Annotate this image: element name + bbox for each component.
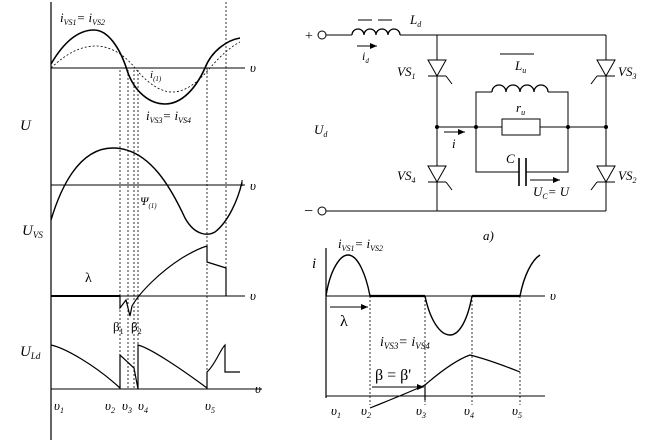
cp-bottom-curve-2 bbox=[424, 354, 521, 386]
label-u-ld: ULd bbox=[20, 344, 41, 361]
caption-a: a) bbox=[483, 228, 494, 243]
label-i-vs1: iVS1= iVS2 bbox=[60, 10, 105, 27]
resistor-ru bbox=[501, 118, 541, 136]
inductor-ld bbox=[351, 28, 401, 36]
label-v5-left: υ5 bbox=[205, 398, 215, 415]
cp-label-beta: β = β' bbox=[375, 367, 411, 384]
thyristor-vs4 bbox=[427, 165, 453, 191]
label-u: U bbox=[20, 118, 32, 134]
thyristor-vs1 bbox=[427, 59, 453, 85]
cp-label-i-vs3: iVS3= iVS4 bbox=[380, 335, 430, 351]
label-uc: UC= U bbox=[533, 184, 571, 201]
label-axis-v-2: υ bbox=[250, 178, 256, 193]
label-ru: ru bbox=[516, 100, 525, 117]
label-vs1: VS1 bbox=[397, 64, 415, 81]
label-v1-left: υ1 bbox=[54, 398, 64, 415]
cp-label-lambda: λ bbox=[340, 313, 348, 330]
label-lu: Lu bbox=[514, 58, 526, 75]
cp-pulse-negative bbox=[424, 295, 473, 336]
wire-c-left bbox=[475, 127, 519, 173]
inductor-lu bbox=[491, 84, 549, 93]
label-vs4: VS4 bbox=[397, 168, 415, 185]
current-fundamental-curve bbox=[50, 41, 241, 93]
current-vs1-curve bbox=[50, 29, 241, 105]
thyristor-vs3 bbox=[590, 59, 616, 85]
cp-label-v5: υ5 bbox=[512, 403, 522, 420]
thyristor-vs2 bbox=[590, 165, 616, 191]
cp-label-v3: υ3 bbox=[416, 403, 426, 420]
uvs-curve bbox=[119, 245, 227, 317]
uld-curve bbox=[50, 343, 240, 390]
wire-c-right bbox=[526, 127, 569, 173]
cp-label-v1: υ1 bbox=[331, 403, 341, 420]
label-beta2: β2 bbox=[131, 319, 142, 336]
label-i-1: i(1) bbox=[150, 69, 162, 83]
cp-label-i-vs1: iVS1= iVS2 bbox=[338, 236, 383, 253]
label-c: C bbox=[506, 151, 515, 166]
label-id: id bbox=[362, 49, 369, 65]
plus-terminal bbox=[317, 30, 327, 40]
label-i-vs3: iVS3= iVS4 bbox=[146, 108, 191, 125]
node-left-leg bbox=[435, 125, 439, 129]
label-axis-v-4: υ bbox=[255, 381, 261, 396]
label-v4-left: υ4 bbox=[138, 398, 148, 415]
label-plus: + bbox=[305, 29, 313, 44]
label-lambda-left: λ bbox=[85, 271, 92, 286]
label-beta1: β1 bbox=[113, 319, 124, 336]
node-right-leg bbox=[604, 125, 608, 129]
waveform-panel: iVS1= iVS2 i(1) iVS3= iVS4 υ U υ Ψ(1) UV… bbox=[20, 2, 262, 440]
label-psi: Ψ(1) bbox=[140, 194, 157, 210]
voltage-curve bbox=[50, 147, 243, 235]
cp-pulse-next bbox=[519, 254, 541, 297]
cp-label-i: i bbox=[312, 256, 316, 272]
label-minus: − bbox=[304, 203, 313, 220]
label-axis-v-3: υ bbox=[250, 288, 256, 303]
label-u-vs: UVS bbox=[22, 223, 43, 240]
label-vs3: VS3 bbox=[618, 64, 636, 81]
cp-label-v4: υ4 bbox=[464, 403, 474, 420]
label-i-circuit: i bbox=[452, 136, 456, 151]
label-ld: Ld bbox=[409, 12, 422, 29]
wire-lu-left bbox=[475, 91, 492, 127]
cp-label-axis-v: υ bbox=[550, 288, 556, 303]
cp-label-v2: υ2 bbox=[361, 403, 371, 420]
circuit-panel: + − Ld id Ud VS1 VS4 bbox=[304, 12, 636, 243]
label-axis-v-1: υ bbox=[250, 60, 256, 75]
label-vs2: VS2 bbox=[618, 168, 636, 185]
label-v2-left: υ2 bbox=[105, 398, 115, 415]
current-plot-panel: i iVS1= iVS2 υ λ iVS3= iVS4 β = β' υ1 υ2… bbox=[312, 236, 556, 420]
label-v3-left: υ3 bbox=[122, 398, 132, 415]
cp-pulse-positive bbox=[325, 254, 371, 297]
minus-terminal bbox=[317, 206, 327, 216]
label-ud: Ud bbox=[314, 122, 328, 139]
wire-lu-right bbox=[548, 91, 569, 127]
